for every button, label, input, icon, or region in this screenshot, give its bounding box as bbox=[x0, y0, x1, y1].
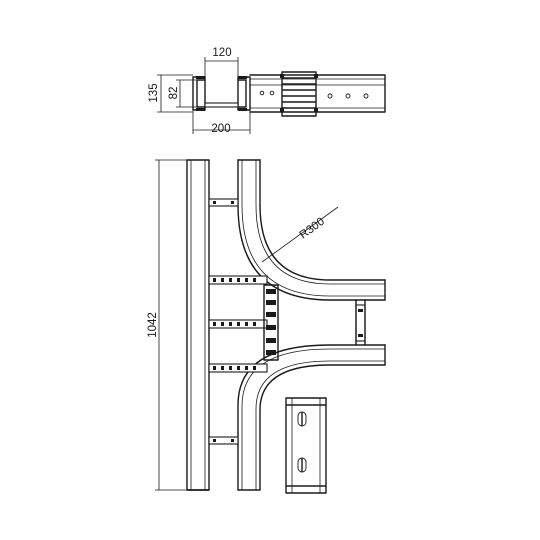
svg-text:120: 120 bbox=[212, 47, 231, 59]
branch-rung bbox=[355, 299, 366, 346]
connector-plate bbox=[280, 71, 318, 117]
dimension-135: 135 bbox=[148, 74, 193, 113]
side-rail-view bbox=[249, 71, 386, 117]
dimension-200: 200 bbox=[192, 110, 251, 135]
svg-text:1042: 1042 bbox=[147, 312, 159, 338]
svg-text:R300: R300 bbox=[298, 216, 327, 242]
main-rungs bbox=[208, 198, 268, 445]
tee-plan-view bbox=[186, 159, 386, 491]
dimension-82: 82 bbox=[168, 79, 197, 108]
dimension-120: 120 bbox=[204, 47, 239, 77]
rail-holes bbox=[259, 90, 369, 99]
splice-plate bbox=[285, 397, 327, 494]
dimension-1042: 1042 bbox=[147, 159, 187, 491]
svg-text:135: 135 bbox=[148, 83, 160, 102]
svg-text:82: 82 bbox=[168, 87, 180, 100]
svg-text:200: 200 bbox=[211, 123, 230, 135]
radius-label: R300 bbox=[261, 206, 339, 263]
cross-section-view bbox=[192, 76, 251, 111]
junction-plate bbox=[263, 284, 279, 361]
